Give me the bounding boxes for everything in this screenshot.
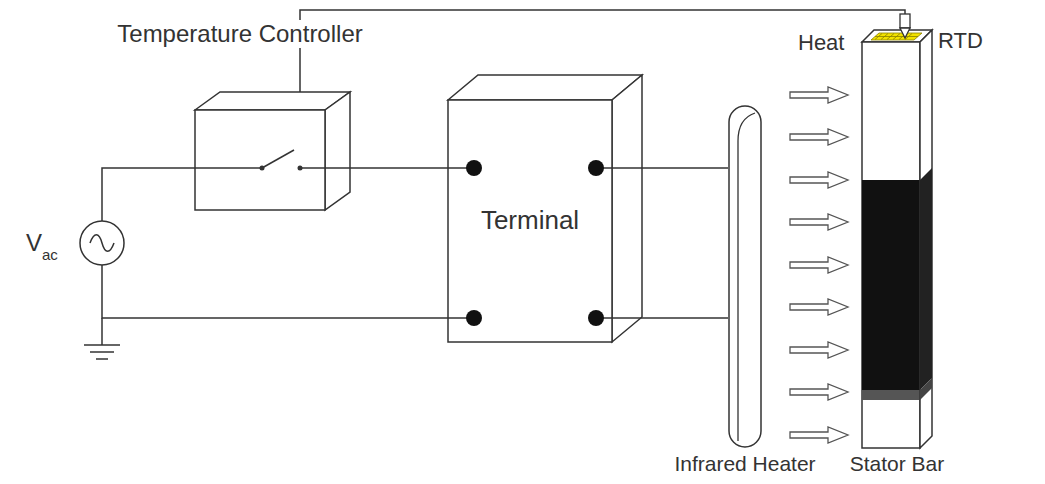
node-label: Stator Bar: [850, 452, 945, 476]
heat-arrow: [790, 299, 848, 315]
source-subscript: ac: [42, 246, 58, 263]
node-outline: [862, 30, 932, 448]
source-symbol-name: V: [26, 229, 42, 257]
switch-contact: [260, 166, 265, 171]
ground-symbol: [96, 358, 108, 360]
insulation-band: [862, 180, 920, 390]
wire-connector: [642, 167, 728, 169]
infrared-heater: Infrared Heater: [728, 105, 762, 448]
heater-inner-edge: [738, 113, 755, 441]
insulation-band: [920, 378, 932, 400]
heat-arrows: [790, 87, 848, 443]
insulation-band: [920, 168, 932, 390]
wire-connector: [642, 317, 728, 319]
switch-wire: [195, 167, 262, 169]
temperature-controller: Temperature Controller: [195, 92, 350, 210]
node-outline: [195, 92, 350, 210]
box-front-face: [195, 110, 325, 210]
terminal-point: [466, 310, 482, 326]
terminal-point: [588, 160, 604, 176]
terminal-box: Terminal: [448, 75, 642, 342]
terminal-point: [588, 310, 604, 326]
ac-source-symbol: [80, 221, 124, 265]
heat-arrow: [790, 129, 848, 145]
ground-wire: [101, 318, 103, 345]
sensor-grid: [875, 36, 918, 37]
heat-arrow: [790, 87, 848, 103]
switch-contact: [298, 166, 303, 171]
box-top-face: [195, 92, 350, 110]
heater-tube: [729, 106, 761, 447]
box-side-face: [325, 92, 350, 210]
sensor-label: RTD: [938, 28, 983, 53]
heat-arrow: [790, 172, 848, 188]
heat-label: Heat: [798, 30, 844, 55]
switch-blade: [262, 150, 294, 168]
heat-arrow: [790, 427, 848, 443]
supply-wire: [102, 168, 196, 221]
box-front-face: [448, 100, 612, 342]
bar-side-face: [920, 30, 932, 448]
heat-arrow: [790, 384, 848, 400]
heat-arrow: [790, 214, 848, 230]
sensor-grid: [871, 33, 922, 40]
node-outline: [728, 105, 762, 448]
node-label: Infrared Heater: [674, 452, 815, 476]
heat-arrow: [790, 257, 848, 273]
ground-symbol: [90, 351, 114, 353]
box-top-face: [448, 75, 642, 100]
node-label: Terminal: [481, 206, 579, 236]
terminal-point: [466, 160, 482, 176]
switch-wire: [300, 167, 350, 169]
sine-symbol: [90, 235, 114, 252]
rtd-probe: [900, 14, 910, 28]
box-side-face: [612, 75, 642, 342]
stator-bar: Stator Bar: [862, 30, 932, 448]
wire-connector: [350, 167, 448, 169]
return-wire: [102, 265, 449, 318]
bar-front-face: [862, 42, 920, 448]
ground-symbol: [84, 344, 120, 346]
node-label: Temperature Controller: [115, 20, 364, 48]
heat-arrow: [790, 342, 848, 358]
rtd-probe: [900, 28, 910, 38]
insulation-band: [862, 390, 920, 400]
